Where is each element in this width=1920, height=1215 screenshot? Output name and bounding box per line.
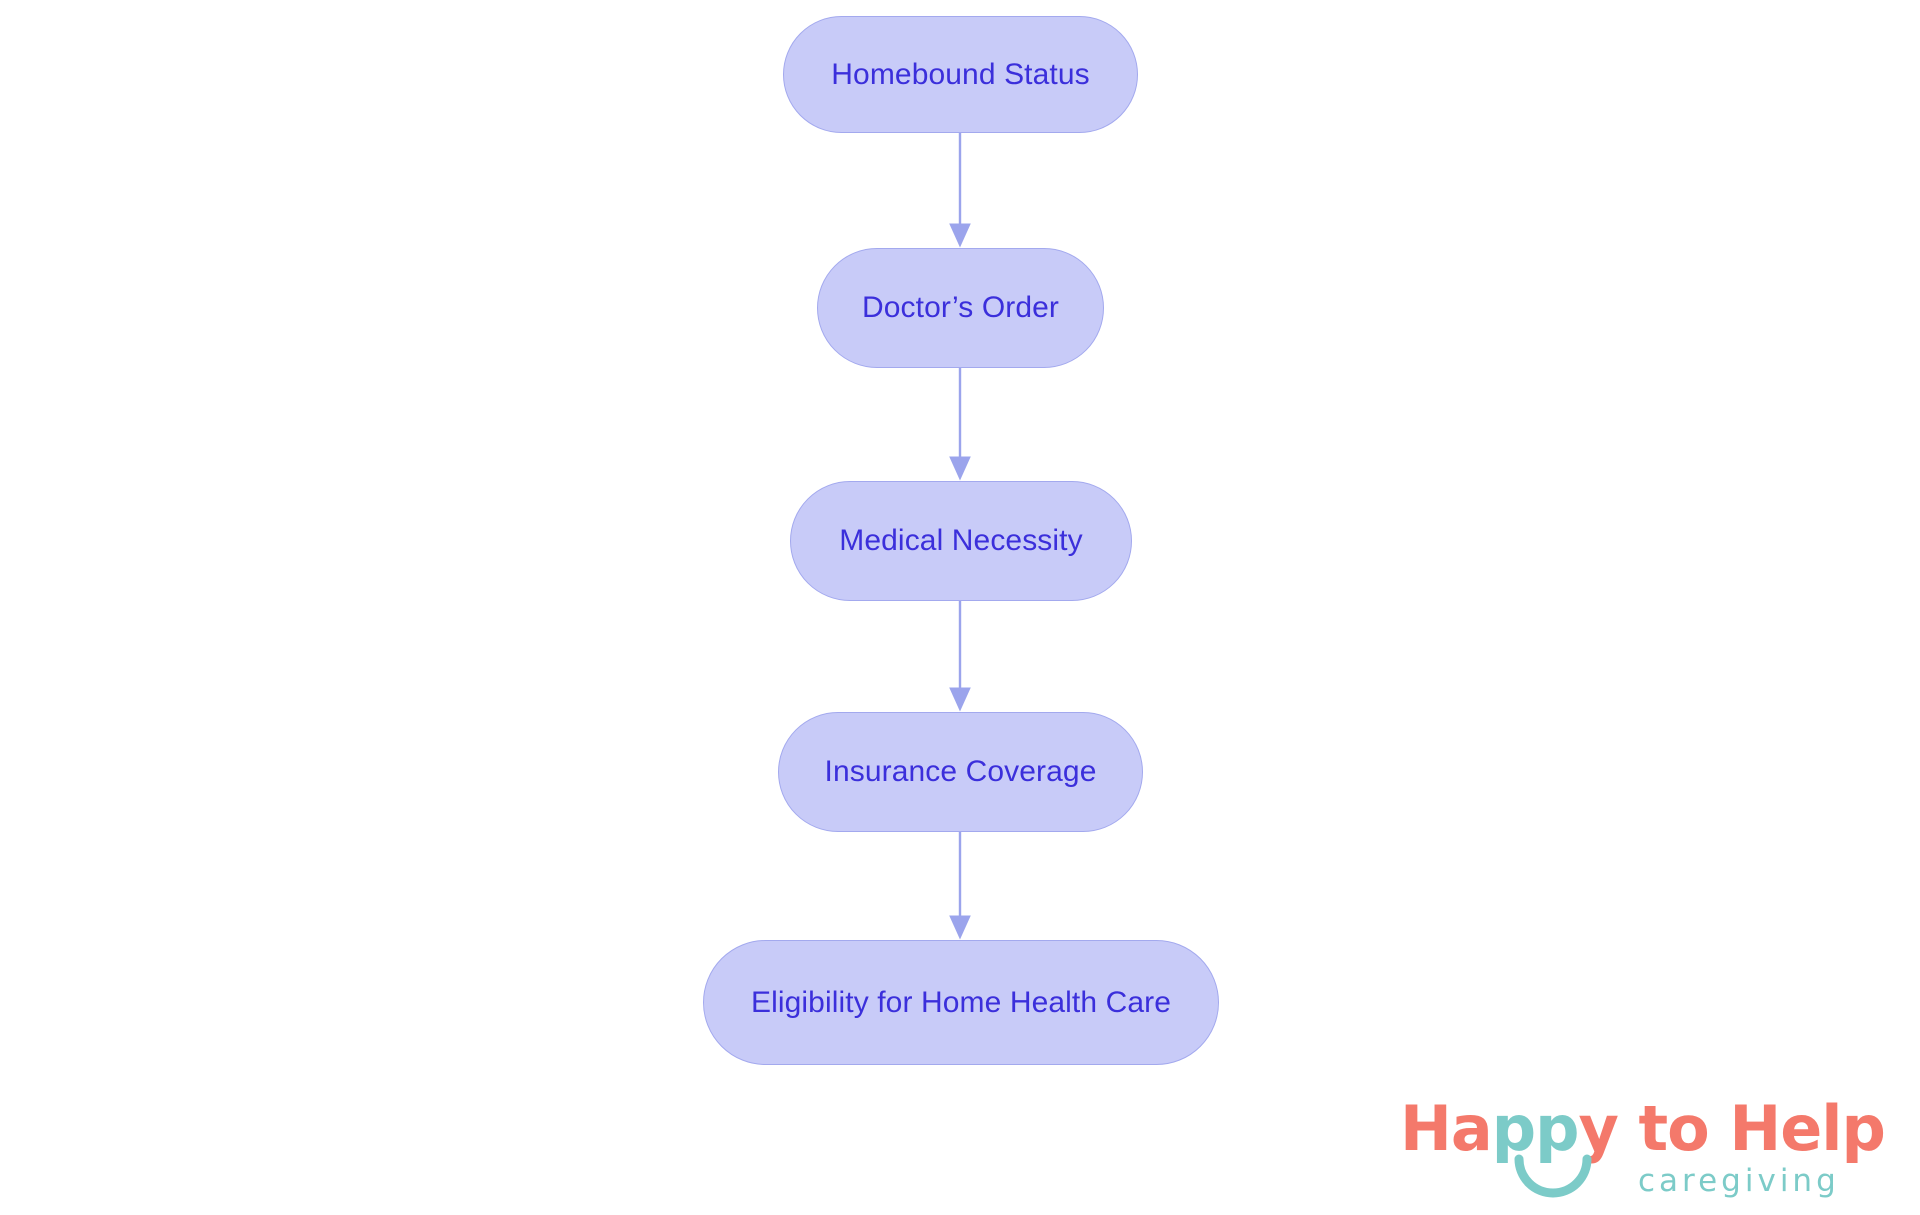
logo-word-y-to-help: y to Help <box>1578 1092 1886 1165</box>
flow-node-label: Homebound Status <box>831 57 1090 91</box>
brand-logo: Happy to Help caregiving <box>1400 1098 1900 1208</box>
logo-wordmark: Happy to Help <box>1400 1098 1886 1160</box>
flow-node-medical-necessity[interactable]: Medical Necessity <box>790 481 1132 601</box>
flow-node-label: Doctor’s Order <box>861 291 1059 324</box>
flow-node-doctors-order[interactable]: Doctor’s Order <box>817 248 1104 368</box>
flow-node-label: Eligibility for Home Health Care <box>750 985 1172 1019</box>
logo-tagline: caregiving <box>1638 1163 1840 1199</box>
flow-node-label: Medical Necessity <box>839 524 1083 557</box>
flow-node-homebound-status[interactable]: Homebound Status <box>783 16 1138 133</box>
logo-word-ha: Ha <box>1400 1092 1493 1165</box>
flow-node-insurance-coverage[interactable]: Insurance Coverage <box>778 712 1143 832</box>
logo-word-pp: pp <box>1491 1092 1580 1165</box>
flow-node-eligibility-for-home-health-care[interactable]: Eligibility for Home Health Care <box>703 940 1219 1065</box>
smile-arc-icon <box>1514 1154 1592 1198</box>
flow-node-label: Insurance Coverage <box>824 755 1097 788</box>
